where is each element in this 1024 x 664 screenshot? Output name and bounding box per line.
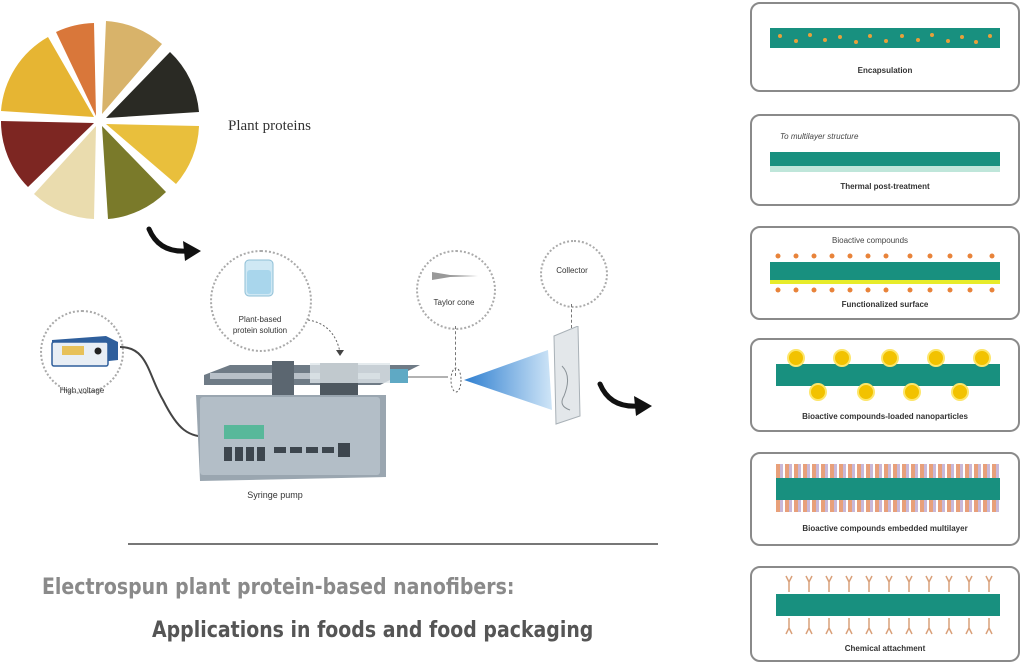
panel-label: Encapsulation bbox=[857, 66, 913, 75]
high-voltage-supply-icon bbox=[51, 336, 118, 367]
title-line-2: Applications in foods and food packaging bbox=[152, 618, 594, 643]
taylor-cone-callout bbox=[416, 250, 496, 330]
syringe-pump-label: Syringe pump bbox=[247, 490, 303, 500]
grain-slice-yellow-peas bbox=[1, 37, 94, 117]
needle-tip-icon bbox=[432, 272, 478, 280]
grain-slice-orange-lentils bbox=[56, 23, 96, 116]
grain-slice-yellow-corn bbox=[106, 124, 199, 184]
collector-label: Collector bbox=[556, 266, 588, 275]
panel-thermal-post-treatment: To multilayer structure Thermal post-tre… bbox=[750, 114, 1020, 206]
grain-slice-red-beans bbox=[0, 121, 94, 187]
grain-slice-mung-bean bbox=[102, 126, 166, 219]
electrospinning-jet bbox=[450, 350, 552, 410]
high-voltage-cable bbox=[119, 346, 211, 438]
beaker-icon bbox=[244, 259, 274, 297]
collector-callout bbox=[540, 240, 608, 308]
panel-embedded-multilayer: Bioactive compounds embedded multilayer bbox=[750, 452, 1020, 546]
high-voltage-label: High voltage bbox=[59, 386, 105, 395]
panel-label: Chemical attachment bbox=[844, 644, 926, 653]
title-divider bbox=[128, 543, 658, 545]
encapsulated-particles bbox=[778, 33, 992, 44]
taylor-cone-label: Taylor cone bbox=[433, 298, 475, 307]
protein-solution-label-line2: protein solution bbox=[232, 326, 288, 335]
collector-pointer bbox=[571, 304, 573, 328]
panel-label: Bioactive compounds-loaded nanoparticles bbox=[802, 412, 968, 421]
fiber-sublayer bbox=[770, 166, 1000, 172]
panel-encapsulation: Encapsulation bbox=[750, 2, 1020, 92]
protein-solution-label-line1: Plant-based bbox=[238, 315, 282, 324]
plant-protein-grain-wheel bbox=[0, 21, 199, 219]
solution-pointer bbox=[307, 319, 344, 356]
nanoparticles bbox=[787, 349, 991, 401]
grain-slice-tan-wheat bbox=[102, 21, 162, 114]
title-line-1: Electrospun plant protein-based nanofibe… bbox=[42, 575, 515, 600]
syringe-pump-icon bbox=[196, 361, 448, 481]
fiber-band bbox=[776, 594, 1000, 616]
functional-layer bbox=[770, 280, 1000, 284]
panel-callout: To multilayer structure bbox=[780, 132, 859, 141]
panel-label: Bioactive compounds embedded multilayer bbox=[802, 524, 968, 533]
collector-plate-icon bbox=[553, 326, 581, 425]
fiber-band bbox=[770, 152, 1000, 166]
fiber-band bbox=[770, 28, 1000, 48]
fiber-band bbox=[776, 478, 1000, 500]
panel-label: Thermal post-treatment bbox=[840, 182, 930, 191]
bioactive-layer-top bbox=[776, 464, 1000, 478]
fiber-band bbox=[776, 364, 1000, 386]
bioactive-layer-bottom bbox=[776, 500, 1000, 512]
fiber-band bbox=[770, 262, 1000, 280]
panel-callout: Bioactive compounds bbox=[832, 236, 909, 245]
grain-slice-white-beans bbox=[34, 126, 96, 219]
bioactive-dots bbox=[775, 253, 995, 293]
arrow-to-setup-icon bbox=[146, 226, 201, 261]
panel-chemical-attachment: Chemical attachment bbox=[750, 566, 1020, 662]
panel-label: Functionalized surface bbox=[841, 300, 929, 309]
taylor-cone-pointer bbox=[455, 326, 457, 376]
chemical-linkers bbox=[785, 575, 993, 635]
grain-slice-black-beans bbox=[106, 52, 199, 118]
panel-functionalized-surface: Bioactive compounds Functionalized surfa… bbox=[750, 226, 1020, 320]
plant-proteins-label: Plant proteins bbox=[228, 118, 311, 134]
panel-bioactive-nanoparticles: Bioactive compounds-loaded nanoparticles bbox=[750, 338, 1020, 432]
arrow-to-applications-icon bbox=[597, 381, 652, 416]
